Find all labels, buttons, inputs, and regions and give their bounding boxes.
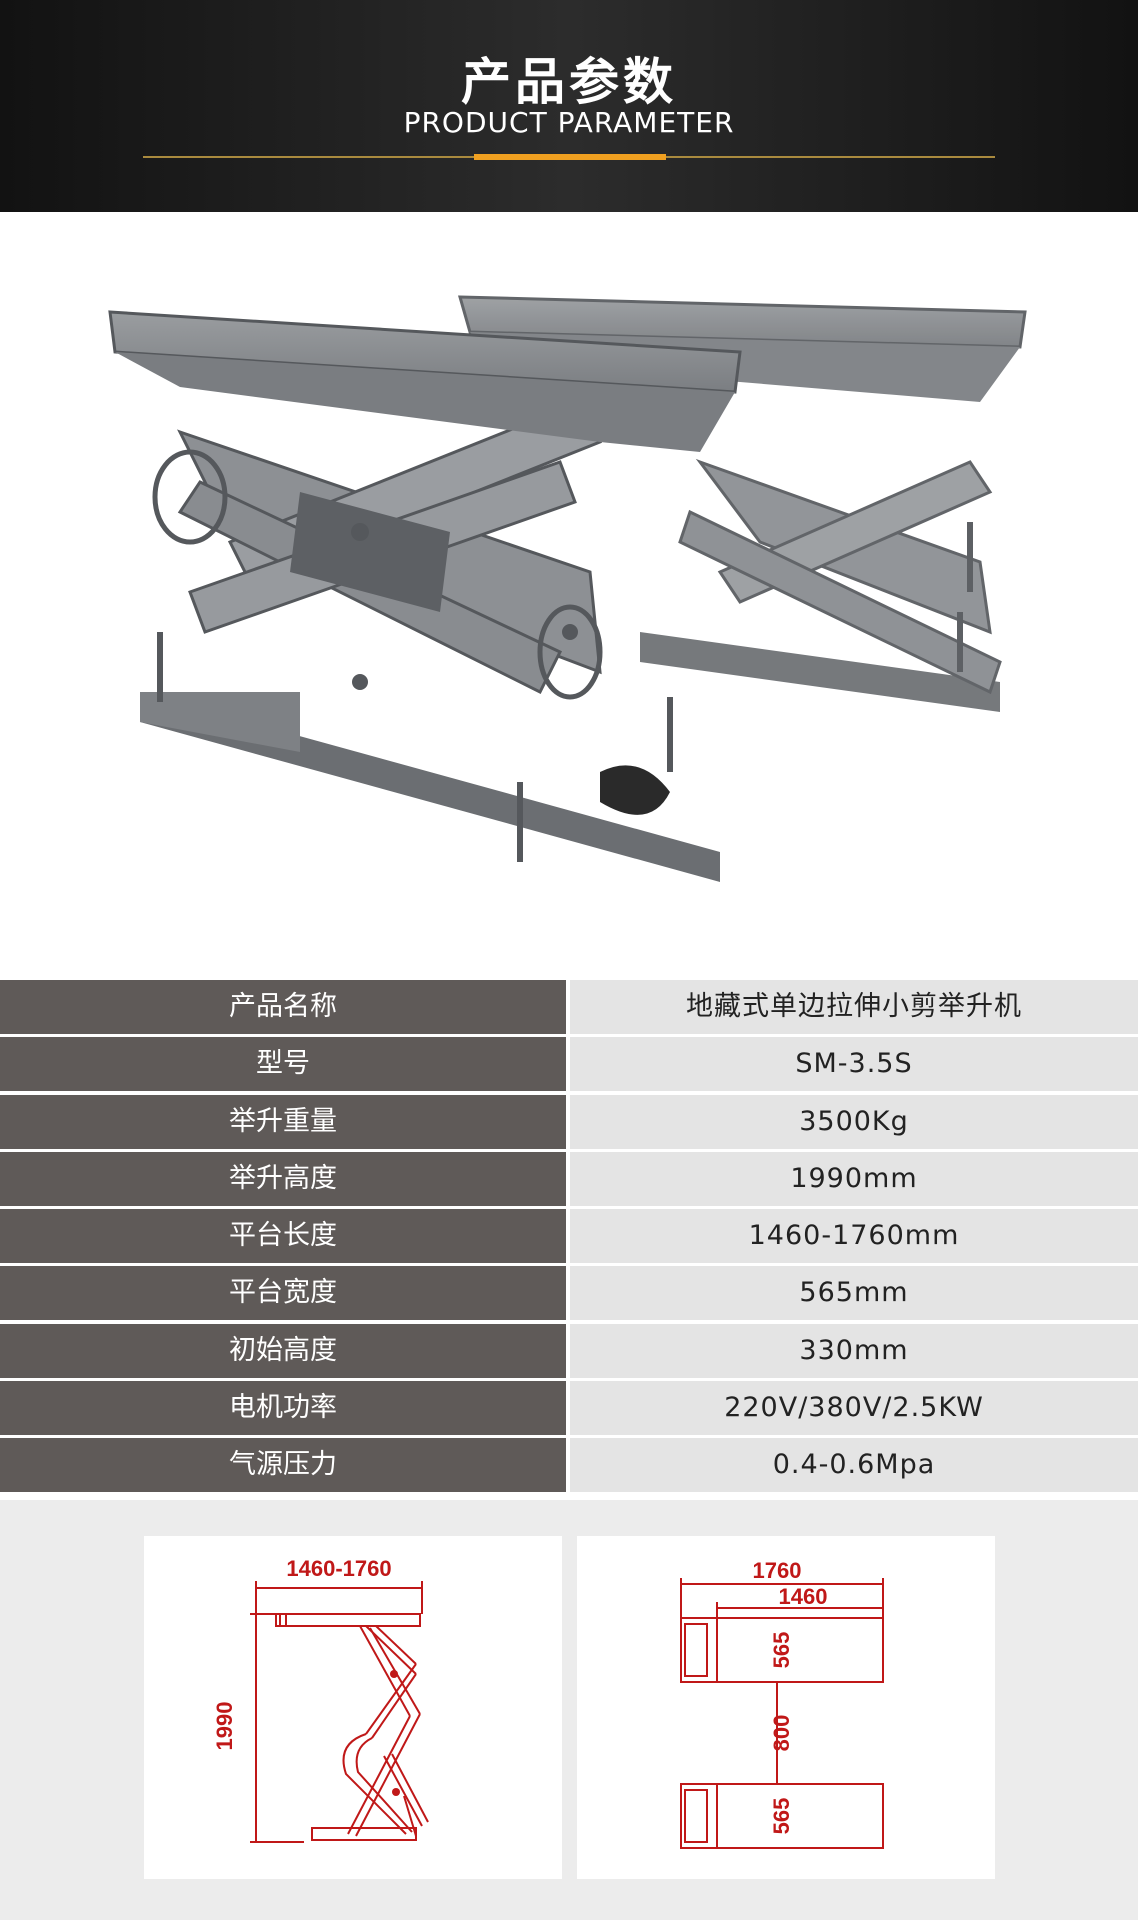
dimension-drawings: 1460-1760 1990 (0, 1500, 1138, 1920)
spec-value: 220V/380V/2.5KW (570, 1381, 1138, 1436)
spec-label: 电机功率 (0, 1381, 566, 1436)
top-overall-label: 1760 (753, 1558, 802, 1583)
spec-label: 产品名称 (0, 980, 566, 1034)
lift-unit-front (108, 310, 742, 882)
spec-value: SM-3.5S (570, 1037, 1138, 1092)
side-view-drawing: 1460-1760 1990 (144, 1536, 562, 1879)
page-title: 产品参数 (461, 53, 677, 111)
spec-table: 产品名称 地藏式单边拉伸小剪举升机 型号 SM-3.5S 举升重量 3500Kg… (0, 980, 1138, 1496)
spec-value: 地藏式单边拉伸小剪举升机 (570, 980, 1138, 1034)
spec-value: 565mm (570, 1266, 1138, 1321)
spec-value: 1460-1760mm (570, 1209, 1138, 1264)
width-a-label: 565 (769, 1632, 794, 1669)
table-row: 平台宽度 565mm (0, 1266, 1138, 1323)
spec-label: 型号 (0, 1037, 566, 1092)
spec-label: 平台长度 (0, 1209, 566, 1264)
table-row: 型号 SM-3.5S (0, 1037, 1138, 1094)
lift-unit-back (457, 295, 1027, 712)
side-height-label: 1990 (212, 1702, 237, 1751)
top-view-drawing: 1760 1460 565 800 565 (577, 1536, 995, 1879)
table-row: 电机功率 220V/380V/2.5KW (0, 1381, 1138, 1438)
table-row: 气源压力 0.4-0.6Mpa (0, 1438, 1138, 1495)
header-divider-accent (474, 154, 666, 160)
spec-value: 330mm (570, 1323, 1138, 1378)
spec-label: 举升高度 (0, 1151, 566, 1206)
spec-label: 气源压力 (0, 1438, 566, 1493)
table-row: 举升高度 1990mm (0, 1151, 1138, 1209)
spec-value: 3500Kg (570, 1094, 1138, 1149)
table-row: 产品名称 地藏式单边拉伸小剪举升机 (0, 980, 1138, 1037)
table-row: 初始高度 330mm (0, 1323, 1138, 1381)
spec-label: 举升重量 (0, 1094, 566, 1149)
table-row: 平台长度 1460-1760mm (0, 1209, 1138, 1266)
spec-value: 1990mm (570, 1151, 1138, 1206)
spec-label: 平台宽度 (0, 1266, 566, 1321)
spec-value: 0.4-0.6Mpa (570, 1438, 1138, 1493)
width-b-label: 565 (769, 1798, 794, 1835)
table-row: 举升重量 3500Kg (0, 1094, 1138, 1152)
page-header: 产品参数 PRODUCT PARAMETER (0, 0, 1138, 212)
spec-label: 初始高度 (0, 1323, 566, 1378)
product-image (0, 212, 1138, 972)
top-platform-label: 1460 (779, 1584, 828, 1609)
gap-label: 800 (769, 1715, 794, 1752)
side-length-label: 1460-1760 (286, 1556, 391, 1581)
page-subtitle: PRODUCT PARAMETER (403, 106, 735, 139)
